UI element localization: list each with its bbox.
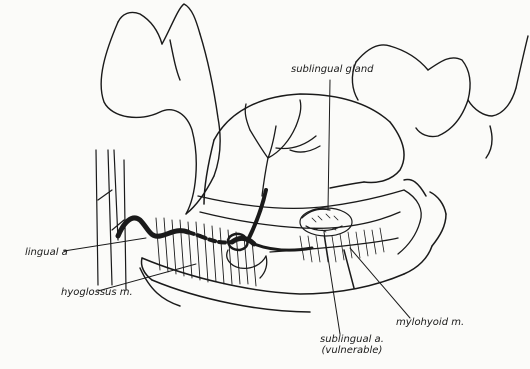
label-lingual-artery: lingual a [25,247,68,258]
leader-sublingual-gland [328,80,330,210]
label-sublingual-artery-line1: sublingual a. [320,334,384,345]
lingual-nerve-branches [245,100,320,196]
sublingual-gland [300,208,352,236]
hyoglossus-hatching [156,218,256,286]
tongue [204,94,404,204]
label-sublingual-artery-line2: (vulnerable) [320,345,384,356]
label-sublingual-artery: sublingual a. (vulnerable) [320,334,384,356]
label-sublingual-gland: sublingual gland [291,64,374,75]
mandible-ramus [101,4,220,214]
neck-vessels [96,150,126,290]
leader-mylohyoid [350,248,410,318]
label-mylohyoid: mylohyoid m. [396,317,464,328]
sublingual-a-vessel [344,250,354,288]
mandible-body [140,180,446,312]
label-hyoglossus: hyoglossus m. [61,287,133,298]
lingual-artery [118,190,312,250]
skull-right [352,36,528,158]
leader-lingual-a [64,238,146,251]
